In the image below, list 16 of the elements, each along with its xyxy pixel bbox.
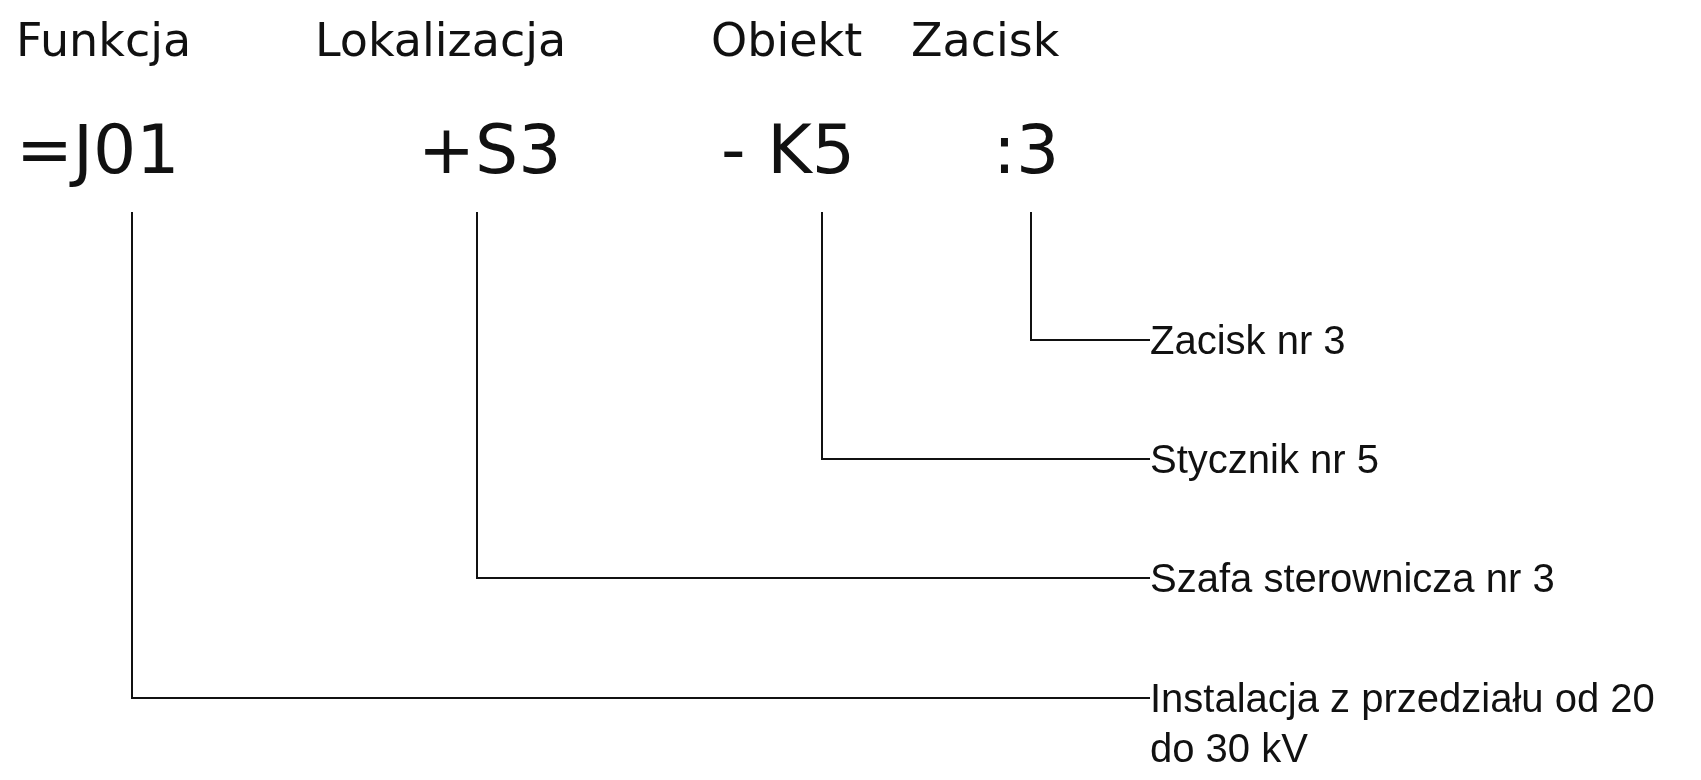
leader-line: [1030, 211, 1151, 341]
leader-line: [131, 211, 1151, 699]
designation-code: =J01: [16, 108, 180, 212]
designation-code: - K5: [721, 108, 855, 212]
column-heading: Lokalizacja: [315, 12, 567, 69]
designation-code: +S3: [418, 108, 562, 212]
column-heading: Funkcja: [16, 12, 192, 69]
description-text: Instalacja z przedziału od 20 do 30 kV: [1150, 673, 1690, 773]
designation-code: :3: [993, 108, 1060, 212]
description-text: Zacisk nr 3: [1150, 315, 1690, 365]
description-text: Stycznik nr 5: [1150, 434, 1690, 484]
column-heading: Zacisk: [911, 12, 1060, 69]
leader-line: [821, 211, 1151, 460]
leader-line: [476, 211, 1151, 579]
description-text: Szafa sterownicza nr 3: [1150, 553, 1690, 603]
column-heading: Obiekt: [711, 12, 863, 69]
